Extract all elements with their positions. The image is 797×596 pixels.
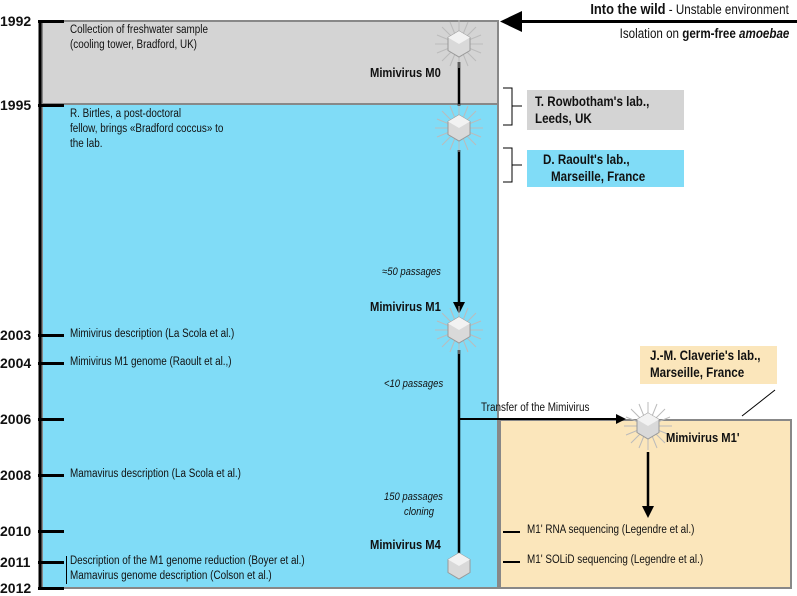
- mimivirus-m0-icon: [435, 20, 483, 68]
- event-1992-line1: Collection of freshwater sample: [70, 24, 208, 36]
- tick-m1p-2011: [503, 561, 520, 563]
- transfer-label: Transfer of the Mimivirus: [481, 402, 590, 414]
- passages-150-label: 150 passages: [384, 491, 443, 503]
- rowbotham-lab-box: T. Rowbotham's lab., Leeds, UK: [527, 90, 684, 130]
- passages-50-label: ≈50 passages: [382, 266, 441, 278]
- cloning-label: cloning: [404, 506, 434, 518]
- year-label-2006: 2006: [0, 411, 32, 427]
- tick-2004: [38, 362, 64, 365]
- tick-1995: [38, 104, 64, 107]
- event-1992-line2: (cooling tower, Bradford, UK): [70, 39, 197, 51]
- tick-2008: [38, 474, 64, 477]
- mimivirus-m1-icon: [435, 306, 483, 354]
- passages-10-label: <10 passages: [384, 378, 444, 390]
- event-2004: Mimivirus M1 genome (Raoult et al.,): [70, 356, 232, 368]
- event-1995-line2: fellow, brings «Bradford coccus» to: [70, 123, 224, 135]
- claverie-lab-box: J.-M. Claverie's lab., Marseille, France: [640, 346, 777, 384]
- tick-m1p-2010: [503, 531, 520, 533]
- year-label-2010: 2010: [0, 523, 32, 539]
- event-2003: Mimivirus description (La Scola et al.): [70, 328, 235, 340]
- event-2011-line1: Description of the M1 genome reduction (…: [70, 555, 305, 567]
- tick-1992: [38, 20, 64, 23]
- rowbotham-lab-line1: T. Rowbotham's lab.,: [535, 94, 650, 109]
- event-1995-line3: the lab.: [70, 138, 103, 150]
- into-the-wild-text: Into the wild: [590, 1, 666, 18]
- claverie-lab-line1: J.-M. Claverie's lab.,: [650, 348, 761, 363]
- mimivirus-m0-label: Mimivirus M0: [370, 65, 441, 80]
- mimivirus-m1-prime-label: Mimivirus M1': [666, 430, 740, 445]
- tick-2006: [38, 418, 64, 421]
- tick-2003: [38, 334, 64, 337]
- header-line-2: Isolation on germ-free amoebae: [619, 26, 789, 41]
- mimivirus-m4-label: Mimivirus M4: [370, 537, 441, 552]
- year-label-1992: 1992: [0, 13, 32, 29]
- event-2011-bracket: [66, 556, 67, 584]
- leeds-period-box: [41, 20, 499, 105]
- marseille-raoult-period-box: [41, 105, 499, 589]
- mimivirus-m1-label: Mimivirus M1: [370, 299, 441, 314]
- mimivirus-m4-icon: [447, 552, 471, 580]
- raoult-lab-box: D. Raoult's lab., Marseille, France: [527, 150, 684, 187]
- mimivirus-raoult-icon: [435, 104, 483, 152]
- header-line-1: Into the wild - Unstable environment: [590, 1, 789, 18]
- year-label-2004: 2004: [0, 355, 32, 371]
- tick-2010: [38, 530, 64, 533]
- amoebae-text: amoebae: [738, 26, 789, 41]
- year-label-2003: 2003: [0, 327, 32, 343]
- claverie-lab-line2: Marseille, France: [650, 365, 745, 380]
- event-2008: Mamavirus description (La Scola et al.): [70, 468, 241, 480]
- raoult-lab-line2: Marseille, France: [551, 169, 646, 184]
- isolation-text: Isolation on: [619, 26, 682, 41]
- rowbotham-lab-line2: Leeds, UK: [535, 111, 592, 126]
- marseille-claverie-period-box: [499, 419, 792, 589]
- unstable-environment-text: - Unstable environment: [665, 2, 789, 17]
- tick-2011: [38, 561, 64, 564]
- year-label-1995: 1995: [0, 97, 32, 113]
- tick-2012: [38, 587, 64, 590]
- event-1995-line1: R. Birtles, a post-doctoral: [70, 108, 182, 120]
- m1p-solid-sequencing: M1' SOLiD sequencing (Legendre et al.): [527, 554, 704, 566]
- m1p-rna-sequencing: M1' RNA sequencing (Legendre et al.): [527, 524, 695, 536]
- year-label-2008: 2008: [0, 467, 32, 483]
- year-label-2012: 2012: [0, 580, 32, 596]
- germ-free-text: germ-free: [681, 26, 739, 41]
- mimivirus-m1-prime-icon: [624, 402, 672, 450]
- year-label-2011: 2011: [0, 554, 31, 570]
- raoult-lab-line1: D. Raoult's lab.,: [543, 152, 630, 167]
- event-2011-line2: Mamavirus genome description (Colson et …: [70, 570, 272, 582]
